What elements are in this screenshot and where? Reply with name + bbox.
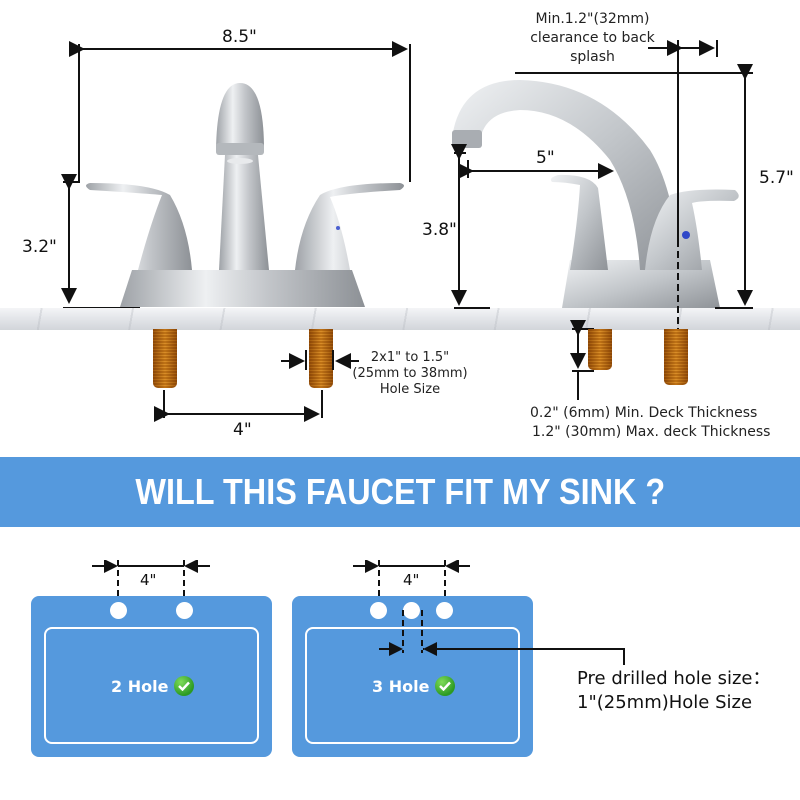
two-hole-spacing-label: 4"	[140, 571, 157, 589]
check-icon	[174, 676, 195, 696]
predrilled-hole-callout-lines	[379, 610, 625, 665]
three-hole-label: 3 Hole	[372, 676, 456, 696]
hole-size-note-line3: Hole Size	[379, 382, 441, 397]
banner-title: WILL THIS FAUCET FIT MY SINK ?	[135, 471, 665, 512]
handle-height-label: 3.2"	[22, 237, 57, 257]
two-hole-label-text: 2 Hole	[111, 676, 169, 696]
clearance-note-line1: Min.1.2"(32mm)	[535, 11, 650, 27]
right-shank	[309, 329, 333, 388]
two-hole-sink: 2 Hole	[31, 596, 272, 757]
spout-height-label: 3.8"	[422, 220, 457, 240]
rear-shank	[588, 329, 612, 370]
predrilled-hole-note: Pre drilled hole size： 1"(25mm)Hole Size	[577, 667, 771, 715]
check-icon	[435, 676, 456, 696]
faucet-side-image	[452, 80, 739, 308]
deck-thickness-note: 0.2" (6mm) Min. Deck Thickness 1.2" (30m…	[530, 404, 770, 442]
left-shank	[153, 329, 177, 388]
clearance-note: Min.1.2"(32mm) clearance to back splash	[525, 10, 660, 67]
sink-basin	[44, 627, 259, 744]
faucet-hole	[436, 602, 453, 619]
three-hole-sink: 3 Hole	[292, 596, 533, 757]
faucet-hole	[370, 602, 387, 619]
predrilled-note-line2: 1"(25mm)Hole Size	[577, 692, 753, 713]
deck-note-line2: 1.2" (30mm) Max. deck Thickness	[532, 424, 771, 440]
hole-size-note-line2: (25mm to 38mm)	[352, 366, 468, 381]
three-hole-label-text: 3 Hole	[372, 676, 430, 696]
faucet-front-image	[86, 83, 404, 307]
sink-basin	[305, 627, 520, 744]
hole-dimension-lines	[154, 350, 359, 422]
three-hole-spacing-label: 4"	[403, 571, 420, 589]
countertop	[0, 308, 800, 330]
total-height-label: 5.7"	[759, 168, 794, 188]
fit-question-banner: WILL THIS FAUCET FIT MY SINK ?	[0, 457, 800, 527]
hole-size-note-line1: 2x1" to 1.5"	[370, 350, 450, 365]
clearance-note-line3: splash	[570, 49, 615, 65]
front-shank	[664, 329, 688, 385]
clearance-note-line2: clearance to back	[530, 30, 655, 46]
hole-spacing-label: 4"	[233, 420, 252, 440]
predrilled-note-line1: Pre drilled hole size：	[577, 668, 771, 689]
faucet-hole	[110, 602, 127, 619]
spout-reach-label: 5"	[536, 148, 555, 168]
side-dimension-lines	[451, 40, 753, 400]
hole-size-note: 2x1" to 1.5" (25mm to 38mm) Hole Size	[345, 350, 475, 398]
faucet-hole	[176, 602, 193, 619]
two-hole-label: 2 Hole	[111, 676, 195, 696]
deck-note-line1: 0.2" (6mm) Min. Deck Thickness	[530, 405, 758, 421]
faucet-hole	[403, 602, 420, 619]
